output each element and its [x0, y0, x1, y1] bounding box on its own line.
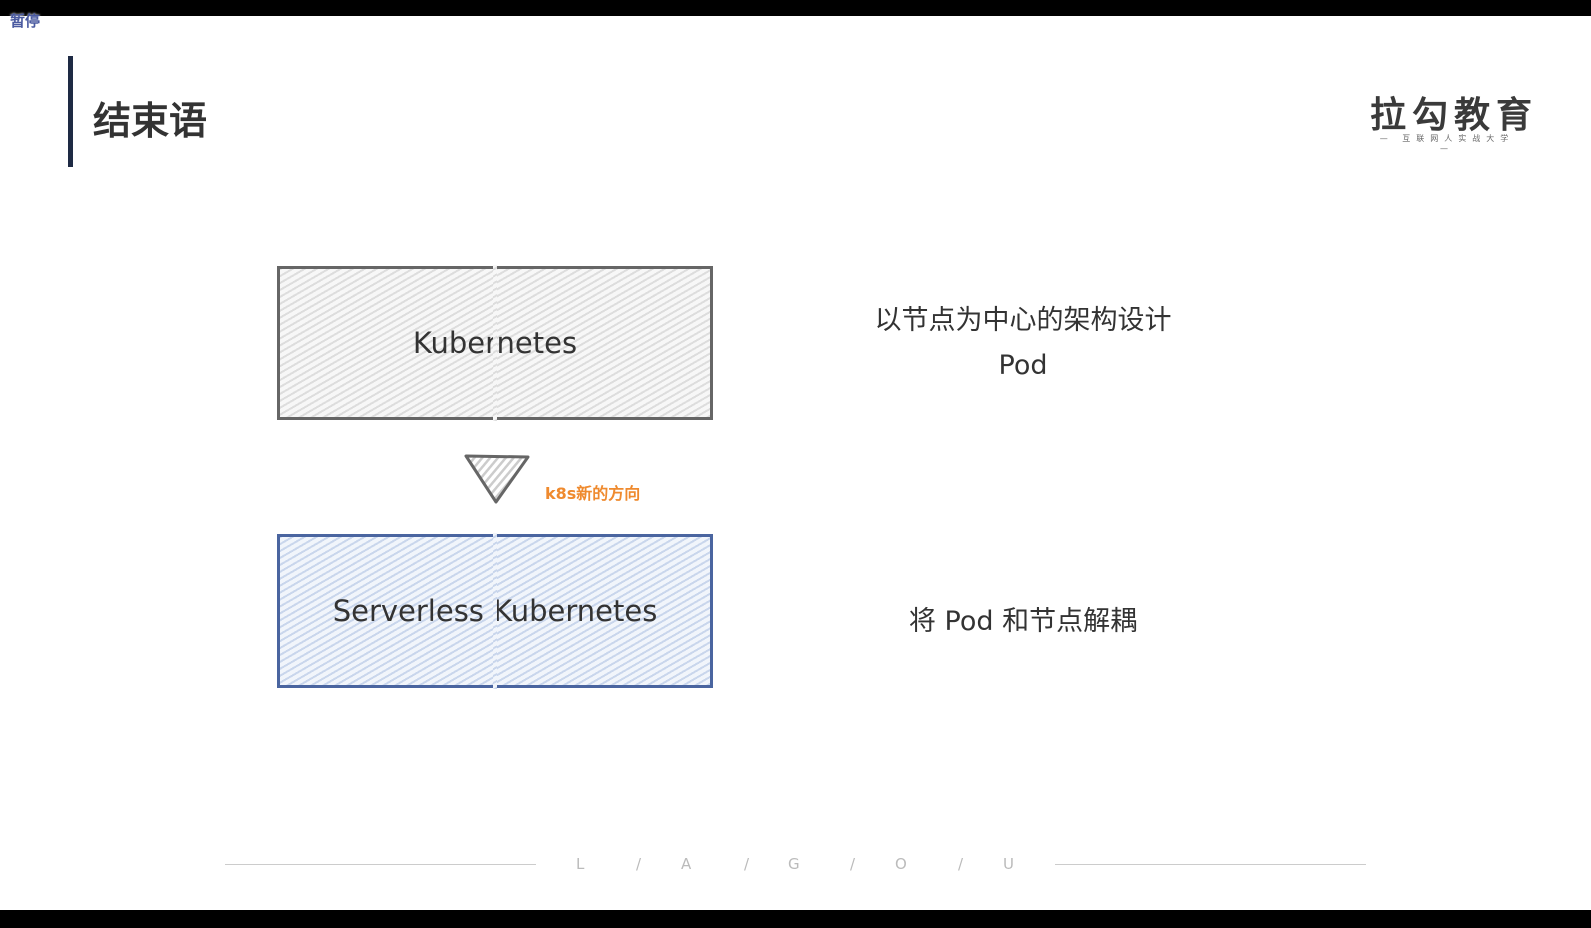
footer-slash: / [850, 855, 856, 873]
footer-letter: O [895, 855, 907, 873]
footer-slash: / [636, 855, 642, 873]
right-text-3: 将 Pod 和节点解耦 [908, 606, 1138, 637]
footer-letter: G [788, 855, 800, 873]
slide-title: 结束语 [93, 99, 208, 143]
down-arrow-icon [464, 454, 530, 504]
serverless-kubernetes-box: Serverless Kubernetes [277, 533, 713, 689]
footer-letter: L [576, 855, 585, 873]
footer-slash: / [958, 855, 964, 873]
right-text-1: 以节点为中心的架构设计 [874, 305, 1172, 336]
footer-slash: / [744, 855, 750, 873]
title-accent-bar [68, 56, 73, 167]
box-label: Kubernetes [412, 326, 578, 360]
footer-letter: A [681, 855, 692, 873]
logo-tagline: — 互联网人实战大学 — [1379, 134, 1515, 153]
footer-letter: U [1003, 855, 1014, 873]
footer-line-left [225, 864, 536, 865]
box-label: Serverless Kubernetes [332, 594, 658, 628]
arrow-label: k8s新的方向 [545, 484, 641, 503]
logo: 拉勾教育 [1370, 95, 1539, 136]
bottom-black-bar [0, 910, 1591, 928]
kubernetes-box: Kubernetes [277, 265, 713, 421]
footer-line-right [1055, 864, 1366, 865]
pause-indicator[interactable]: 暂停 [10, 12, 41, 30]
right-text-2: Pod [998, 350, 1048, 381]
top-black-bar [0, 0, 1591, 16]
